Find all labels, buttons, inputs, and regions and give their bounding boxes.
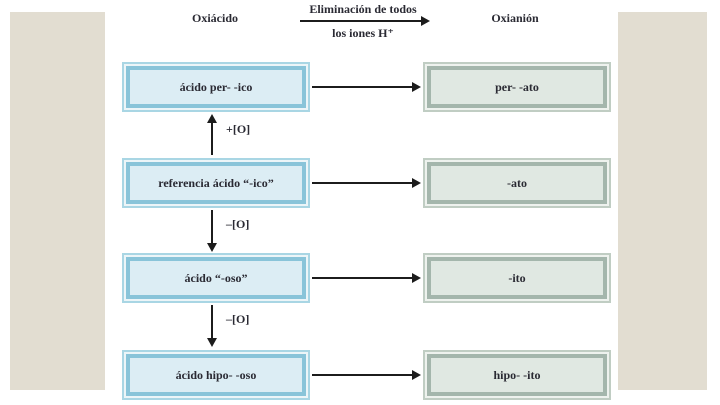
acid-box-hipo-oso: ácido hipo- -oso	[126, 354, 306, 396]
acid-box-referencia-ico: referencia ácido “-ico”	[126, 162, 306, 204]
transition-label-plus-o: +[O]	[226, 122, 251, 136]
column-header-oxiacido: Oxiácido	[191, 11, 238, 25]
transition-label-minus-o-1: –[O]	[226, 217, 250, 231]
down-arrow-line-2	[211, 305, 213, 338]
anion-box-per-ato: per- -ato	[427, 66, 607, 108]
elimination-label-line2: los iones H⁺	[332, 26, 394, 40]
elimination-arrow-head-icon	[421, 16, 430, 26]
up-arrow-line	[211, 122, 213, 155]
row1-arrow-head-icon	[412, 82, 421, 92]
row1-arrow-line	[312, 86, 413, 88]
elimination-label-line1: Eliminación de todos	[309, 2, 417, 16]
row3-arrow-line	[312, 277, 413, 279]
anion-box-ito: -ito	[427, 257, 607, 299]
down-arrow-head-icon-1	[207, 243, 217, 252]
column-header-oxianion: Oxianión	[491, 11, 539, 25]
row4-arrow-head-icon	[412, 370, 421, 380]
anion-box-hipo-ito: hipo- -ito	[427, 354, 607, 396]
up-arrow-head-icon	[207, 114, 217, 123]
acid-box-per-ico: ácido per- -ico	[126, 66, 306, 108]
transition-label-minus-o-2: –[O]	[226, 312, 250, 326]
row4-arrow-line	[312, 374, 413, 376]
row3-arrow-head-icon	[412, 273, 421, 283]
anion-box-ato: -ato	[427, 162, 607, 204]
down-arrow-head-icon-2	[207, 338, 217, 347]
row2-arrow-head-icon	[412, 178, 421, 188]
row2-arrow-line	[312, 182, 413, 184]
acid-box-oso: ácido “-oso”	[126, 257, 306, 299]
elimination-arrow-line	[300, 20, 422, 22]
left-margin-panel	[10, 12, 105, 390]
right-margin-panel	[618, 12, 707, 390]
down-arrow-line-1	[211, 210, 213, 243]
